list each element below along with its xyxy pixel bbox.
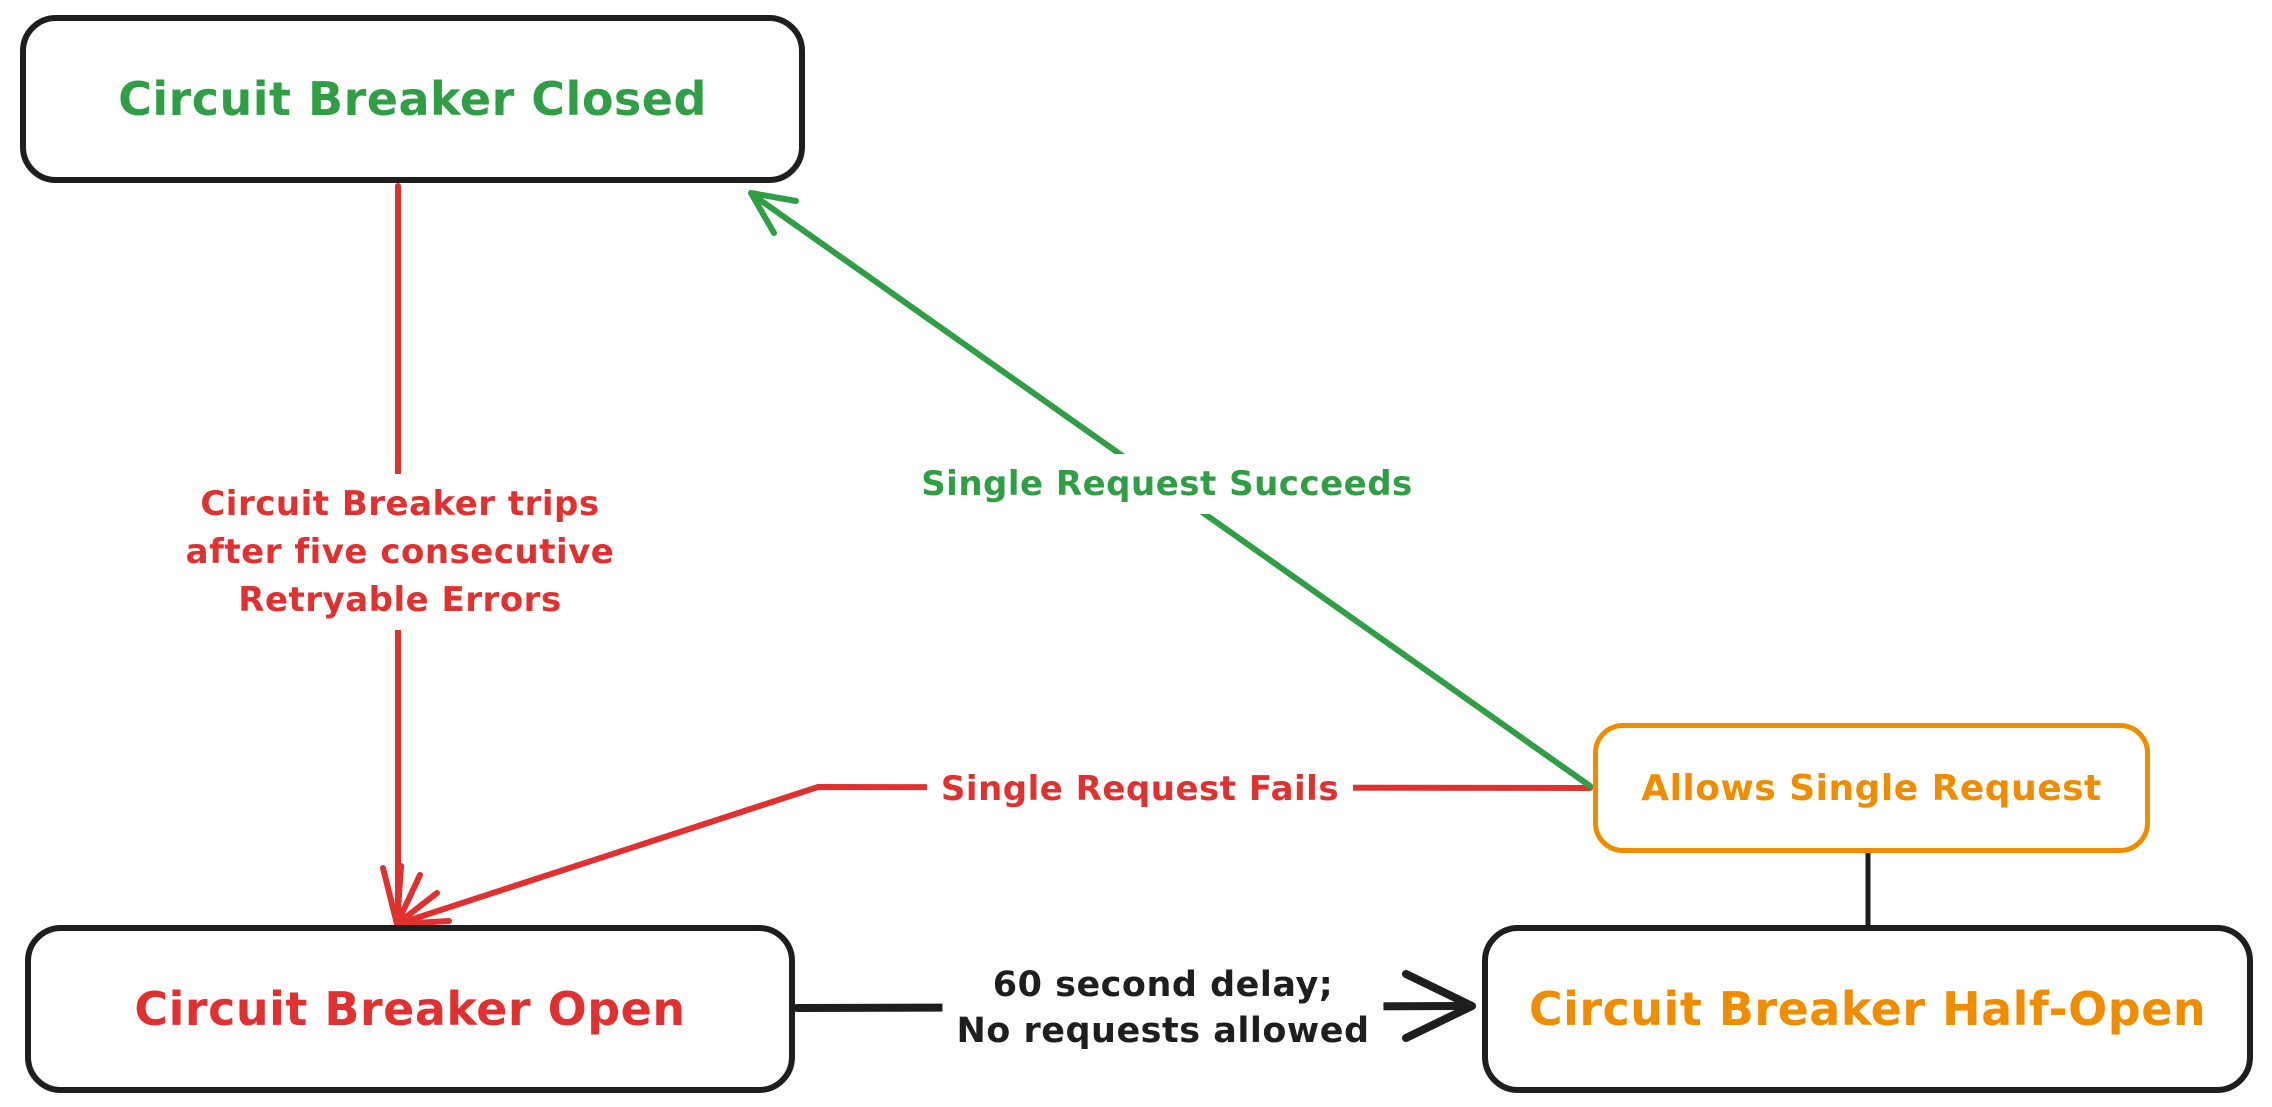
node-half-open-label: Circuit Breaker Half-Open: [1528, 982, 2207, 1036]
node-circuit-breaker-open: Circuit Breaker Open: [25, 925, 795, 1093]
edge-label-fails: Single Request Fails: [926, 759, 1354, 819]
node-circuit-breaker-closed: Circuit Breaker Closed: [20, 15, 805, 183]
edge-label-delay-line1: 60 second delay;: [992, 965, 1334, 1005]
node-allows-single-request: Allows Single Request: [1593, 723, 2150, 853]
edge-delay-arrowhead-icon: [1402, 970, 1476, 1042]
edge-label-trips-line3: Retryable Errors: [238, 580, 562, 620]
node-circuit-breaker-half-open: Circuit Breaker Half-Open: [1482, 925, 2253, 1093]
edge-label-trips-line1: Circuit Breaker trips: [200, 484, 600, 524]
edge-label-trips: Circuit Breaker trips after five consecu…: [171, 474, 629, 630]
edge-trips-arrowhead-icon: [380, 863, 452, 927]
edge-label-trips-line2: after five consecutive: [185, 532, 615, 572]
node-open-label: Circuit Breaker Open: [134, 982, 686, 1036]
edge-label-delay-line2: No requests allowed: [956, 1011, 1370, 1051]
edge-label-succeeds: Single Request Succeeds: [907, 454, 1427, 514]
edge-succeeds-arrowhead-icon: [748, 190, 799, 236]
node-allows-label: Allows Single Request: [1641, 767, 2102, 809]
edge-label-delay: 60 second delay; No requests allowed: [942, 956, 1384, 1060]
node-closed-label: Circuit Breaker Closed: [118, 72, 707, 126]
